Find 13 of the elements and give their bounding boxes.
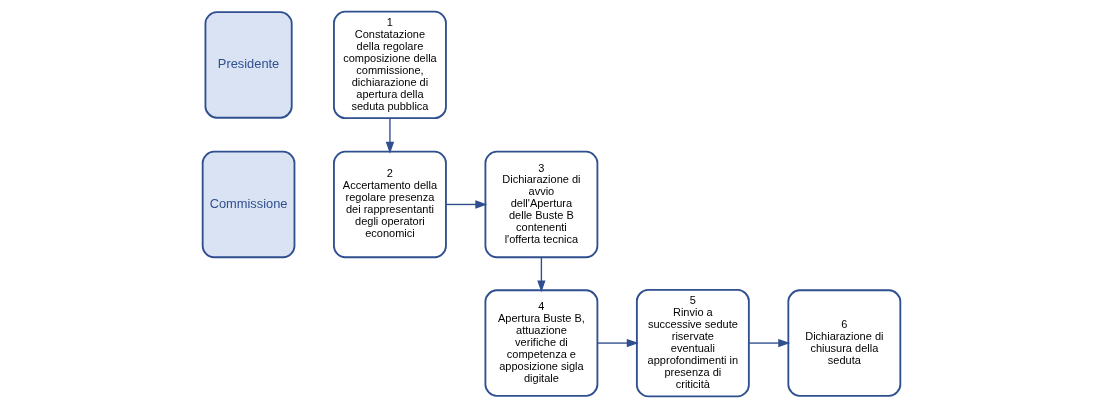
node-box: Presidente	[204, 11, 293, 119]
arrow	[444, 200, 487, 209]
node-box: 4 Apertura Buste B, attuazione verifiche di competenza e apposizione sigla digitale	[484, 289, 598, 397]
node-box: 2 Accertamento della regolare presenza dei rappresentanti degli operatori economici	[332, 150, 447, 259]
arrow	[747, 338, 790, 348]
arrow	[385, 117, 394, 154]
node-box: Commissione	[201, 150, 295, 259]
arrow	[596, 338, 639, 348]
arrow	[536, 256, 546, 293]
node-box: 3 Dichiarazione di avvio dell'Apertura delle Buste B contenenti l'offerta tecnica	[484, 150, 598, 259]
node-box: 6 Dichiarazione di chiusura della seduta	[786, 289, 901, 397]
node-box: 5 Rinvio a successive sedute riservate eventuali approfondimenti in presenza di criticità	[635, 288, 750, 398]
node-box: 1 Constatazione della regolare composizione della commissione, dichiarazione di apertura della seduta pubblica	[332, 10, 447, 120]
